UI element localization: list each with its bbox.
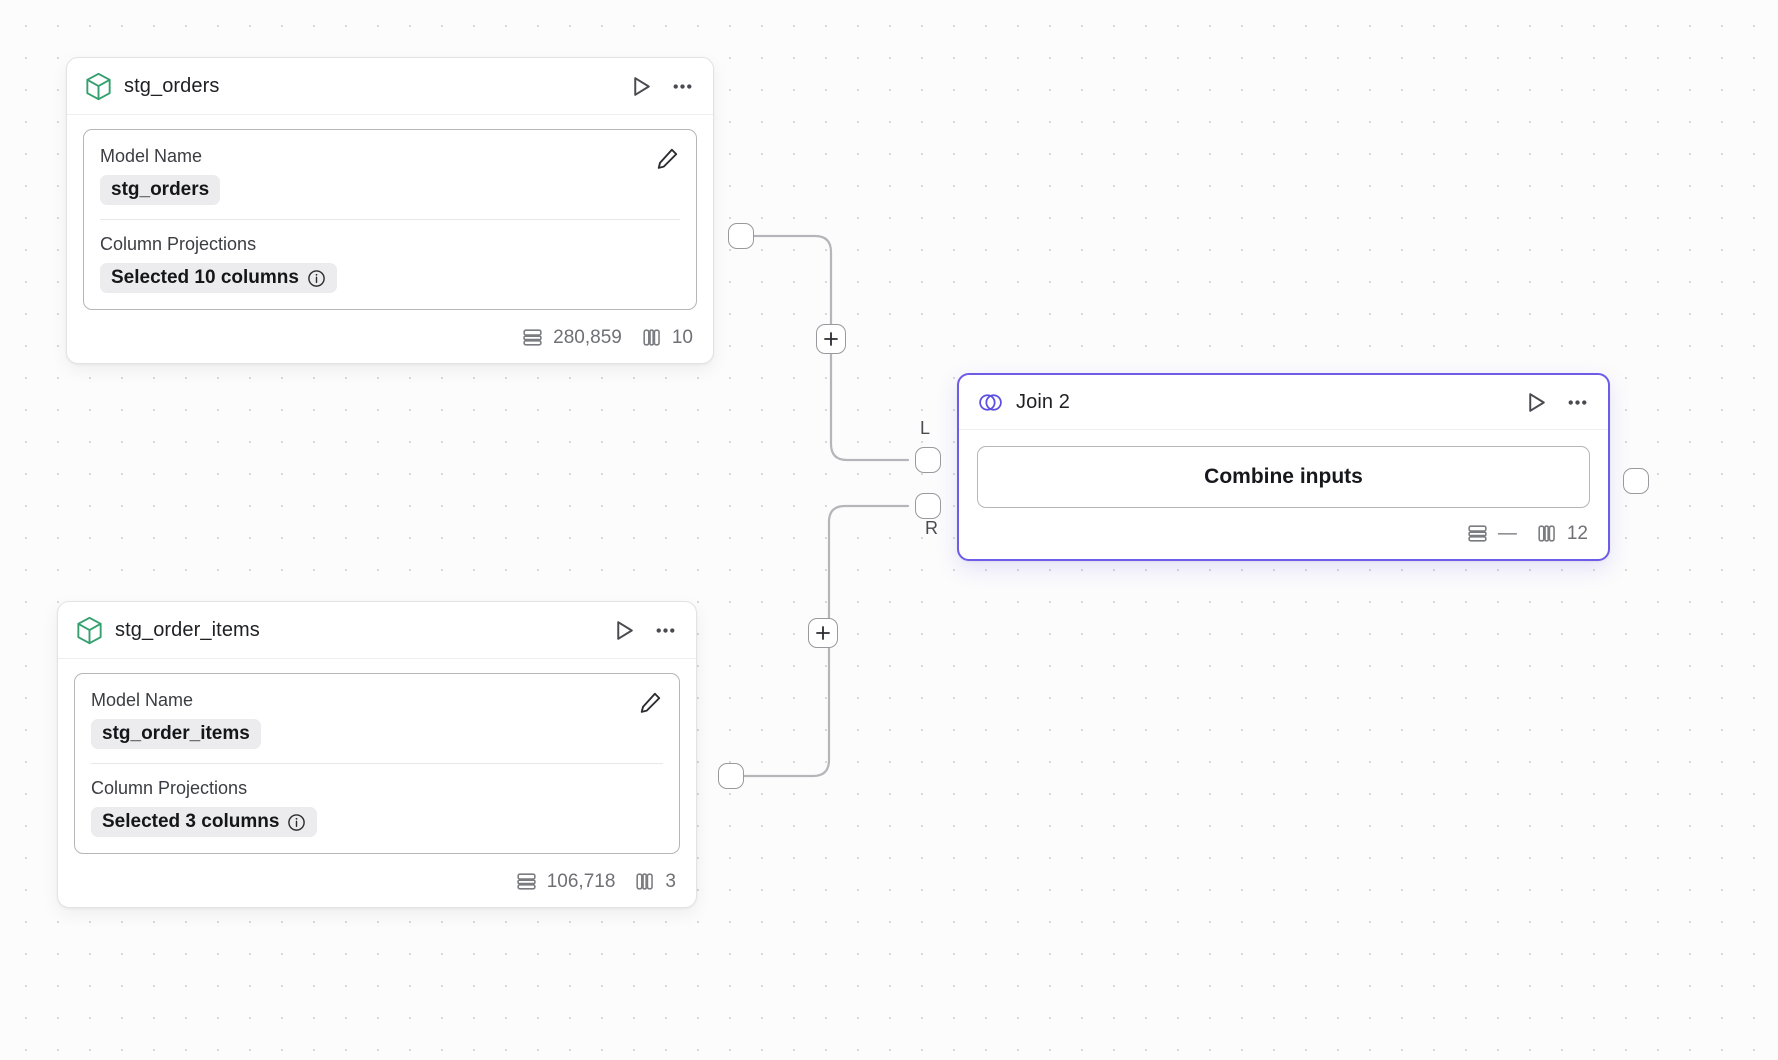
model-config-panel: Model Name stg_orders Column Projections…: [83, 129, 697, 311]
add-node-on-edge-button-bottom[interactable]: [808, 618, 838, 648]
info-icon[interactable]: [287, 813, 306, 832]
edit-pencil-icon[interactable]: [655, 146, 680, 171]
columns-icon: [1535, 522, 1558, 545]
columns-icon: [633, 870, 656, 893]
node-title: stg_order_items: [115, 619, 260, 641]
venn-icon: [977, 389, 1004, 416]
combine-inputs-button[interactable]: Combine inputs: [977, 446, 1590, 508]
node-join-2[interactable]: Join 2 Combine inputs: [957, 373, 1610, 561]
run-play-icon[interactable]: [1524, 390, 1549, 415]
row-count-value: 106,718: [546, 870, 616, 892]
output-handle-stg-order-items[interactable]: [718, 763, 744, 789]
row-count-stat: —: [1466, 522, 1517, 545]
left-port-label: L: [920, 418, 931, 438]
column-count-stat: 3: [633, 870, 676, 893]
add-node-on-edge-button-top[interactable]: [816, 324, 846, 354]
row-count-value: 280,859: [553, 326, 622, 348]
model-name-label: Model Name: [91, 690, 194, 710]
node-header[interactable]: stg_order_items: [58, 602, 696, 659]
output-handle-join-2[interactable]: [1623, 468, 1649, 494]
row-count-stat: 280,859: [521, 326, 622, 349]
node-body: Model Name stg_order_items Column Projec…: [58, 659, 696, 864]
output-handle-stg-orders[interactable]: [728, 223, 754, 249]
model-name-value[interactable]: stg_order_items: [91, 719, 261, 750]
model-config-panel: Model Name stg_order_items Column Projec…: [74, 673, 680, 855]
cube-icon: [76, 616, 103, 645]
column-projections-label: Column Projections: [100, 234, 257, 255]
node-header[interactable]: Join 2: [959, 375, 1608, 430]
node-body: Combine inputs: [959, 430, 1608, 516]
node-stats: — 12: [959, 516, 1608, 559]
edit-pencil-icon[interactable]: [638, 690, 663, 715]
node-body: Model Name stg_orders Column Projections…: [67, 115, 713, 320]
column-count-stat: 10: [640, 326, 693, 349]
column-count-value: 12: [1566, 522, 1588, 544]
node-stg-order-items[interactable]: stg_order_items Model Name: [57, 601, 697, 909]
node-title: stg_orders: [124, 75, 220, 97]
rows-icon: [521, 326, 544, 349]
model-name-label: Model Name: [100, 146, 203, 166]
column-projections-label: Column Projections: [91, 778, 248, 799]
column-count-stat: 12: [1535, 522, 1588, 545]
node-stats: 280,859 10: [67, 320, 713, 363]
model-name-value[interactable]: stg_orders: [100, 175, 221, 206]
column-projections-value[interactable]: Selected 3 columns: [91, 807, 318, 838]
more-options-icon[interactable]: [670, 74, 695, 99]
info-icon[interactable]: [307, 269, 326, 288]
rows-icon: [1466, 522, 1489, 545]
column-count-value: 10: [671, 326, 693, 348]
column-count-value: 3: [665, 870, 676, 892]
panel-divider: [100, 219, 680, 221]
right-port-label: R: [925, 518, 938, 538]
more-options-icon[interactable]: [1565, 390, 1590, 415]
more-options-icon[interactable]: [653, 618, 678, 643]
row-count-value: —: [1497, 522, 1517, 544]
node-title: Join 2: [1016, 391, 1070, 413]
run-play-icon[interactable]: [612, 618, 637, 643]
input-handle-right[interactable]: [915, 493, 941, 519]
row-count-stat: 106,718: [515, 870, 616, 893]
node-stats: 106,718 3: [58, 864, 696, 907]
cube-icon: [85, 72, 112, 101]
input-handle-left[interactable]: [915, 447, 941, 473]
node-stg-orders[interactable]: stg_orders Model Name: [66, 57, 714, 365]
run-play-icon[interactable]: [629, 74, 654, 99]
node-header[interactable]: stg_orders: [67, 58, 713, 115]
columns-icon: [640, 326, 663, 349]
rows-icon: [515, 870, 538, 893]
column-projections-value[interactable]: Selected 10 columns: [100, 263, 337, 294]
panel-divider: [91, 763, 663, 765]
